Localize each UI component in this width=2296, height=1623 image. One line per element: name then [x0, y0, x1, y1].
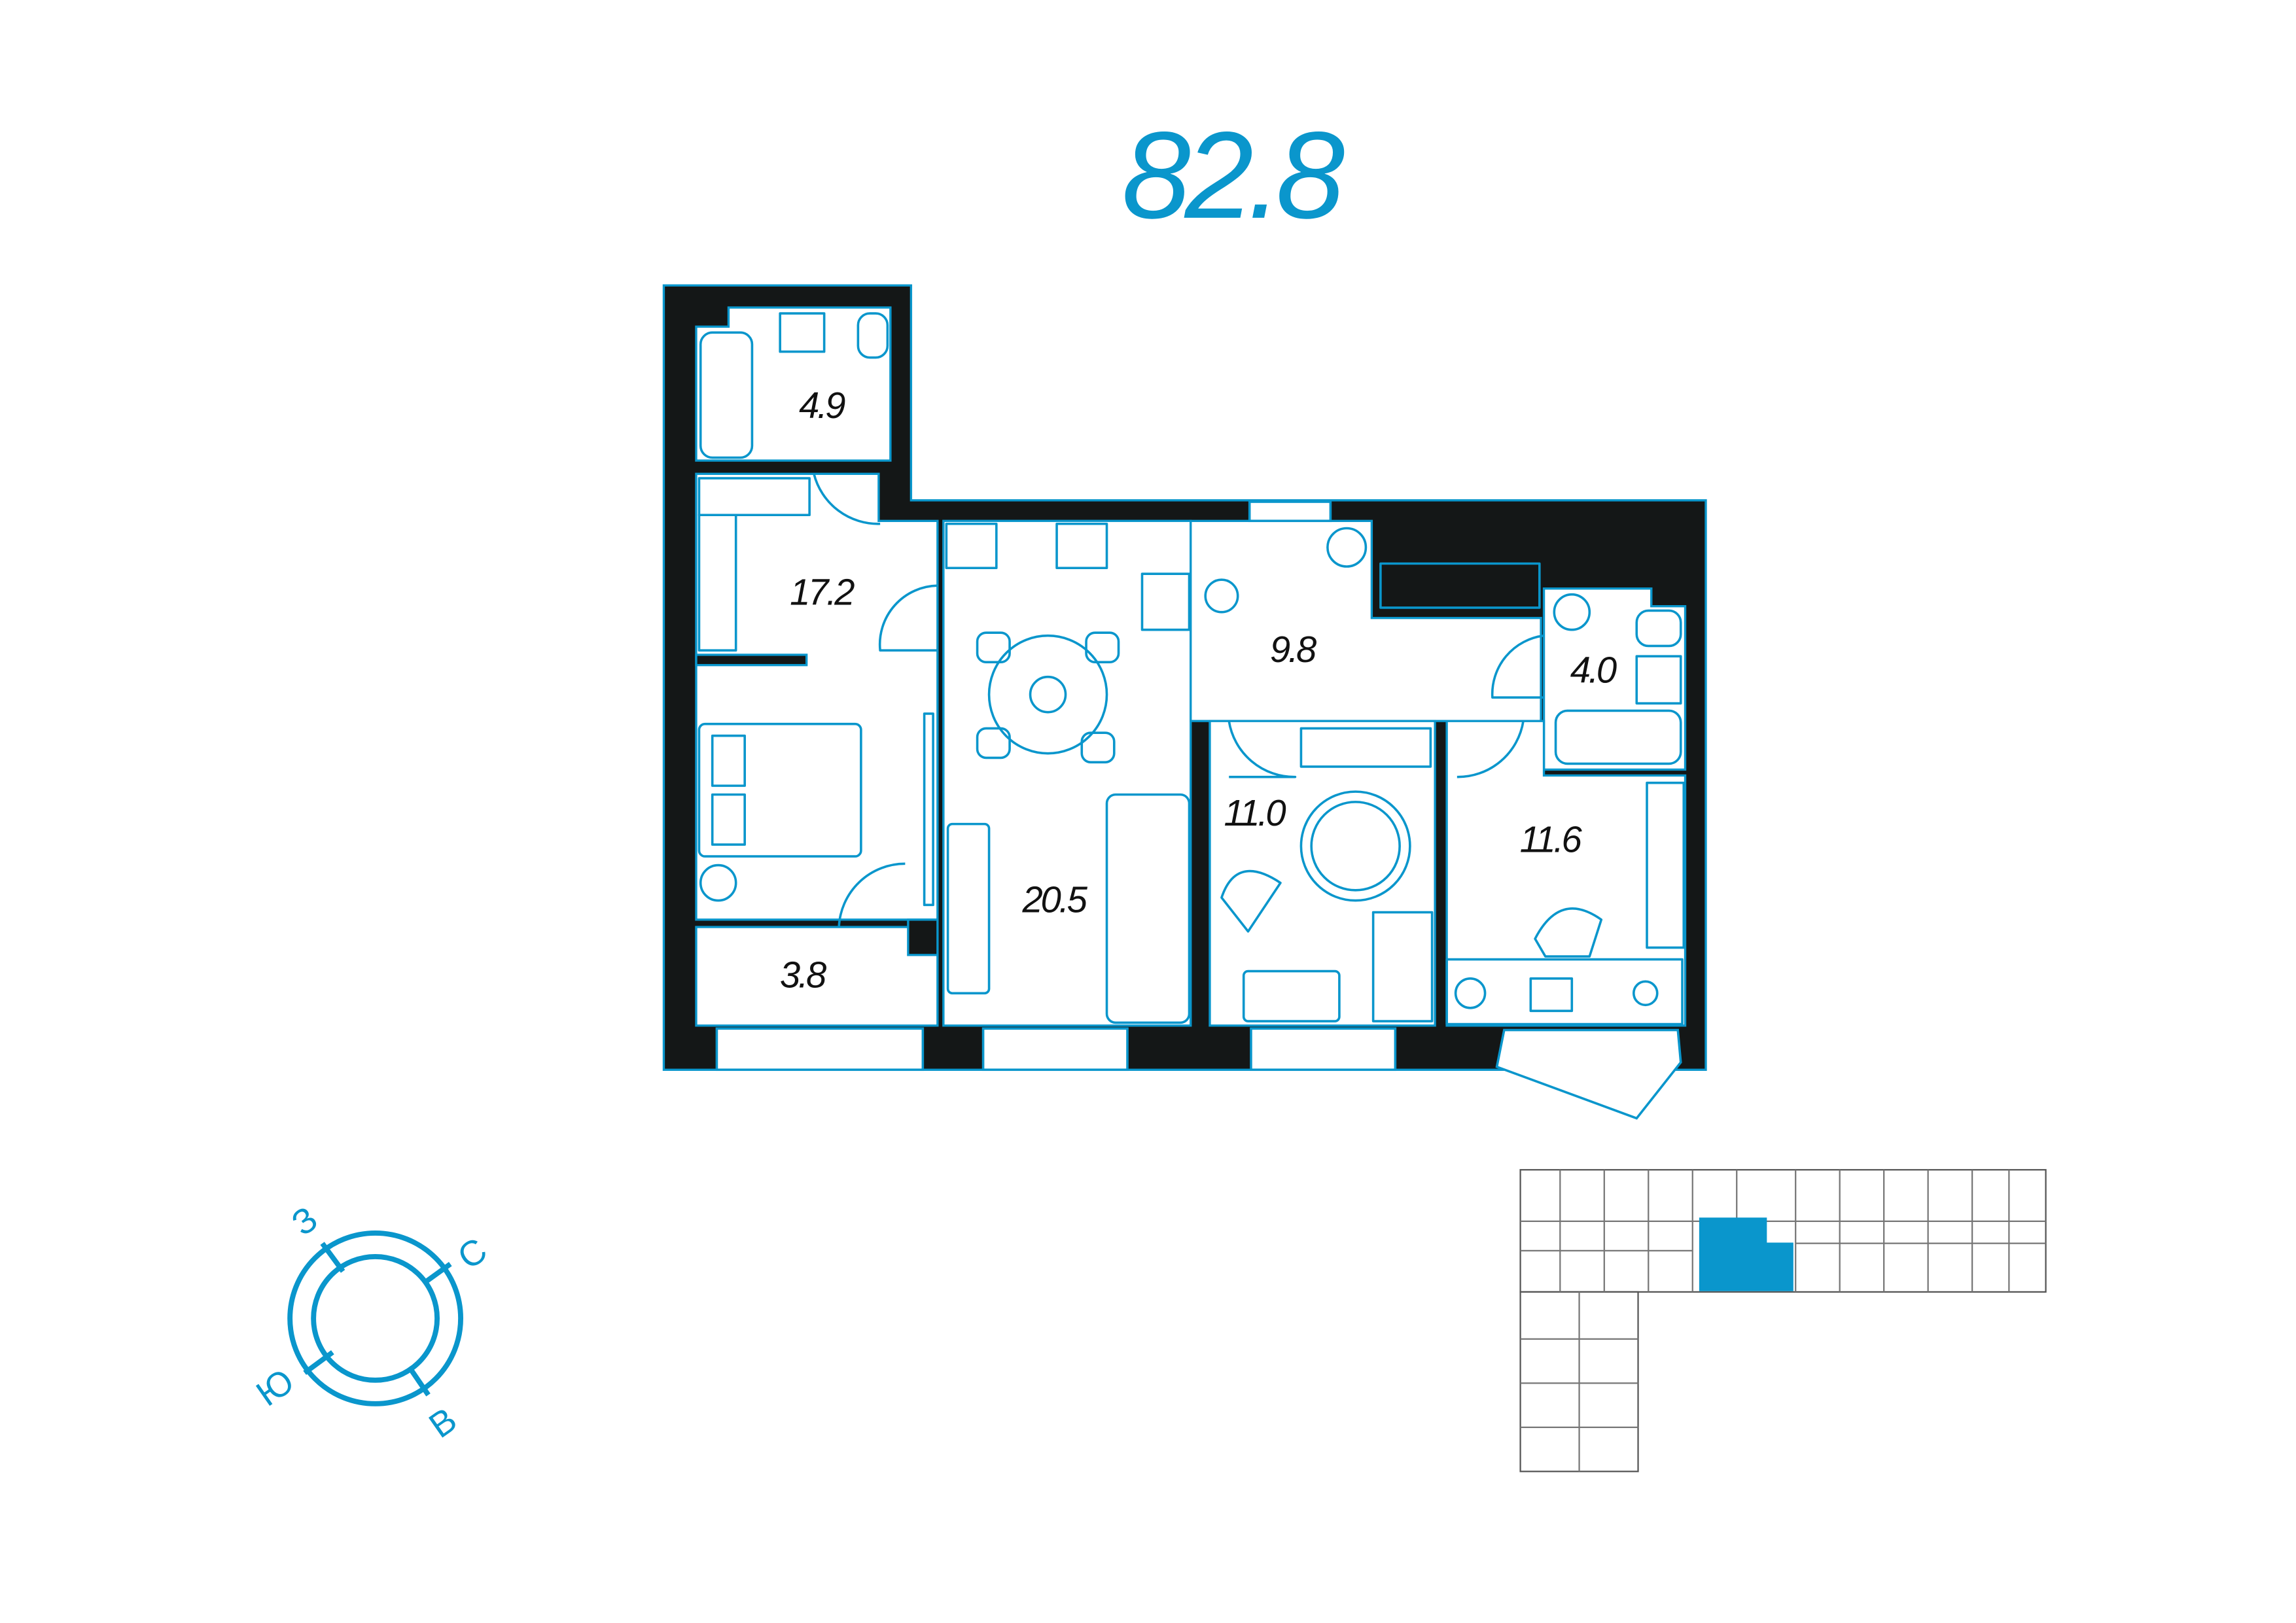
closet-door-icon [923, 712, 934, 907]
compass-west: З [285, 1199, 325, 1244]
interior-wall [695, 654, 808, 667]
bathtub-icon [1554, 709, 1682, 765]
window [1248, 500, 1332, 523]
shelf-icon [1646, 781, 1686, 949]
furniture [698, 312, 1686, 1026]
bathtub-icon [699, 331, 754, 459]
compass-south: Ю [249, 1361, 301, 1414]
kitchen-sink-icon [1140, 572, 1191, 631]
plant-icon [699, 864, 737, 902]
compass-east: В [422, 1400, 464, 1446]
area-label: 9.8 [1270, 629, 1316, 670]
window [1250, 1027, 1397, 1072]
room-bedroom-3 [1445, 720, 1687, 1027]
lamp-icon [1632, 980, 1659, 1007]
desk-icon [1445, 958, 1684, 1026]
laptop-icon [1529, 977, 1574, 1013]
area-label: 4.9 [799, 385, 845, 426]
toilet-icon [1635, 609, 1682, 648]
rug-icon [1299, 790, 1411, 902]
compass: З С Ю В [249, 1199, 494, 1446]
room-storage [695, 926, 939, 1027]
door-swing [878, 584, 938, 652]
stove-icon [1055, 522, 1108, 570]
area-label: 11.0 [1224, 792, 1286, 833]
wardrobe-icon [698, 514, 737, 652]
balcony-window [1495, 1028, 1682, 1120]
plant-icon [1204, 578, 1239, 614]
fridge-icon [945, 522, 998, 570]
area-label: 11.6 [1520, 818, 1583, 860]
room-hallway [1190, 519, 1542, 722]
chair-icon [976, 631, 1011, 663]
room-bedroom-2 [1209, 720, 1436, 1027]
pouf-icon [1326, 527, 1368, 568]
area-label: 20.5 [1022, 879, 1088, 920]
plant-icon [1029, 675, 1067, 714]
window [715, 1027, 925, 1072]
sink-icon [1635, 655, 1682, 705]
chair-icon [1080, 731, 1116, 763]
plant-icon [1454, 977, 1487, 1009]
interior-wall [907, 918, 939, 956]
windows [715, 500, 1682, 1120]
cabinet-icon [1371, 911, 1434, 1022]
desk-icon [1242, 969, 1341, 1022]
room-bathroom-1 [695, 306, 892, 462]
wardrobe-icon [698, 477, 811, 517]
chair-icon [1085, 631, 1120, 663]
highlighted-apartment [1699, 1217, 1793, 1291]
doors [813, 473, 1544, 928]
dining-table-icon [987, 634, 1108, 755]
building-partitions [1520, 1170, 2046, 1472]
tv-stand-icon [946, 822, 991, 995]
area-label: 17.2 [790, 571, 855, 612]
sofa-icon [1105, 793, 1191, 1024]
chair-icon [976, 727, 1011, 759]
toilet-icon [857, 312, 889, 359]
rug-icon [1310, 801, 1401, 892]
pillow-icon [711, 734, 746, 787]
door-swing [1457, 720, 1525, 778]
door-swing [1227, 720, 1297, 778]
apartment-total-area: 82.8 [1122, 107, 1345, 245]
compass-north: С [451, 1230, 494, 1278]
compass-ticks [303, 1242, 452, 1397]
area-label: 4.0 [1570, 650, 1617, 691]
area-label: 3.8 [780, 954, 826, 995]
room-kitchen-living [942, 519, 1192, 1027]
door-swing [838, 862, 906, 928]
room-bedroom-1 [695, 472, 939, 921]
wardrobe-icon [1379, 562, 1541, 609]
wardrobe-icon [1299, 727, 1432, 768]
bed-icon [698, 722, 862, 858]
washing-machine-icon [1553, 593, 1591, 631]
pillow-icon [711, 793, 746, 846]
armchair-icon [1220, 869, 1282, 933]
building-key-plan [1519, 1169, 2047, 1473]
sink-icon [779, 312, 826, 353]
armchair-icon [1534, 907, 1603, 958]
door-swing [813, 473, 881, 525]
door-swing [1491, 634, 1544, 699]
window [981, 1027, 1129, 1072]
rooms [695, 306, 1687, 1027]
compass-inner-ring [311, 1253, 440, 1383]
